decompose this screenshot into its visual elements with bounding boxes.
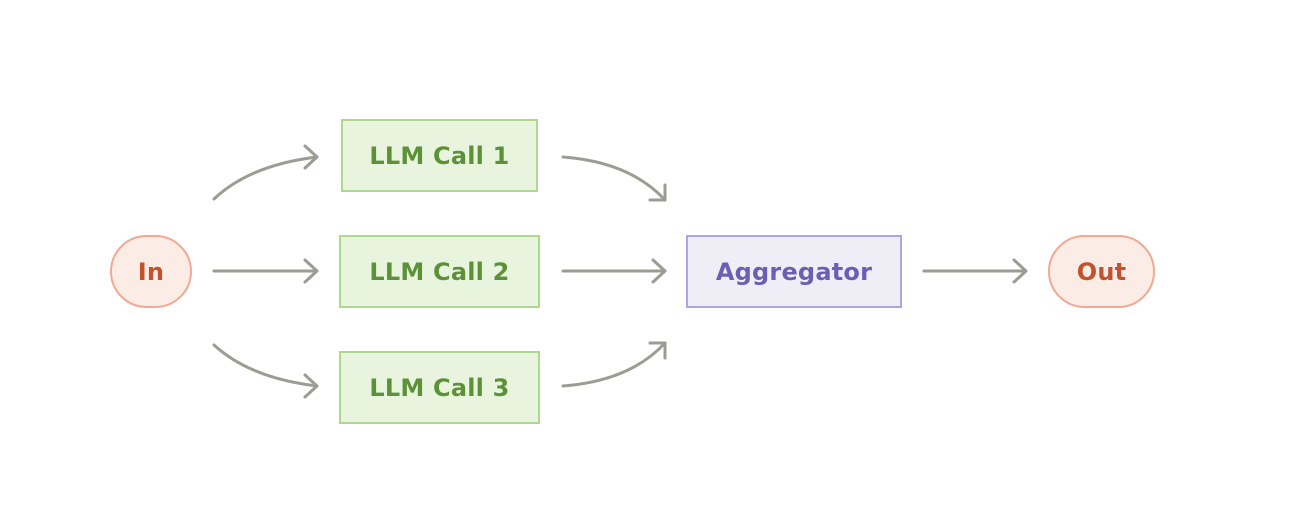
arrowhead-llm-call-3	[303, 373, 319, 399]
edge-llm-call-1-to-aggregator	[561, 155, 667, 202]
arrowhead-output	[1012, 258, 1028, 284]
edge-input-to-llm-call-3	[212, 343, 319, 388]
arrowhead-llm-call-1	[303, 144, 319, 170]
input-node-label: In	[137, 257, 165, 286]
edge-input-to-llm-call-1	[212, 155, 319, 201]
input-node: In	[110, 235, 192, 308]
output-node-label: Out	[1076, 257, 1127, 286]
llm-call-2-node: LLM Call 2	[339, 235, 540, 308]
aggregator-label: Aggregator	[715, 257, 873, 286]
arrowhead-aggregator-top	[648, 183, 667, 202]
aggregator-node: Aggregator	[686, 235, 902, 308]
llm-call-2-label: LLM Call 2	[369, 257, 510, 286]
llm-call-3-label: LLM Call 3	[369, 373, 510, 402]
arrowhead-aggregator-bottom	[648, 341, 667, 360]
arrowhead-llm-call-2	[303, 258, 319, 284]
arrowhead-aggregator-middle	[651, 258, 667, 284]
output-node: Out	[1048, 235, 1155, 308]
llm-call-1-label: LLM Call 1	[369, 141, 510, 170]
llm-call-3-node: LLM Call 3	[339, 351, 540, 424]
llm-call-1-node: LLM Call 1	[341, 119, 538, 192]
edge-llm-call-3-to-aggregator	[561, 341, 667, 388]
